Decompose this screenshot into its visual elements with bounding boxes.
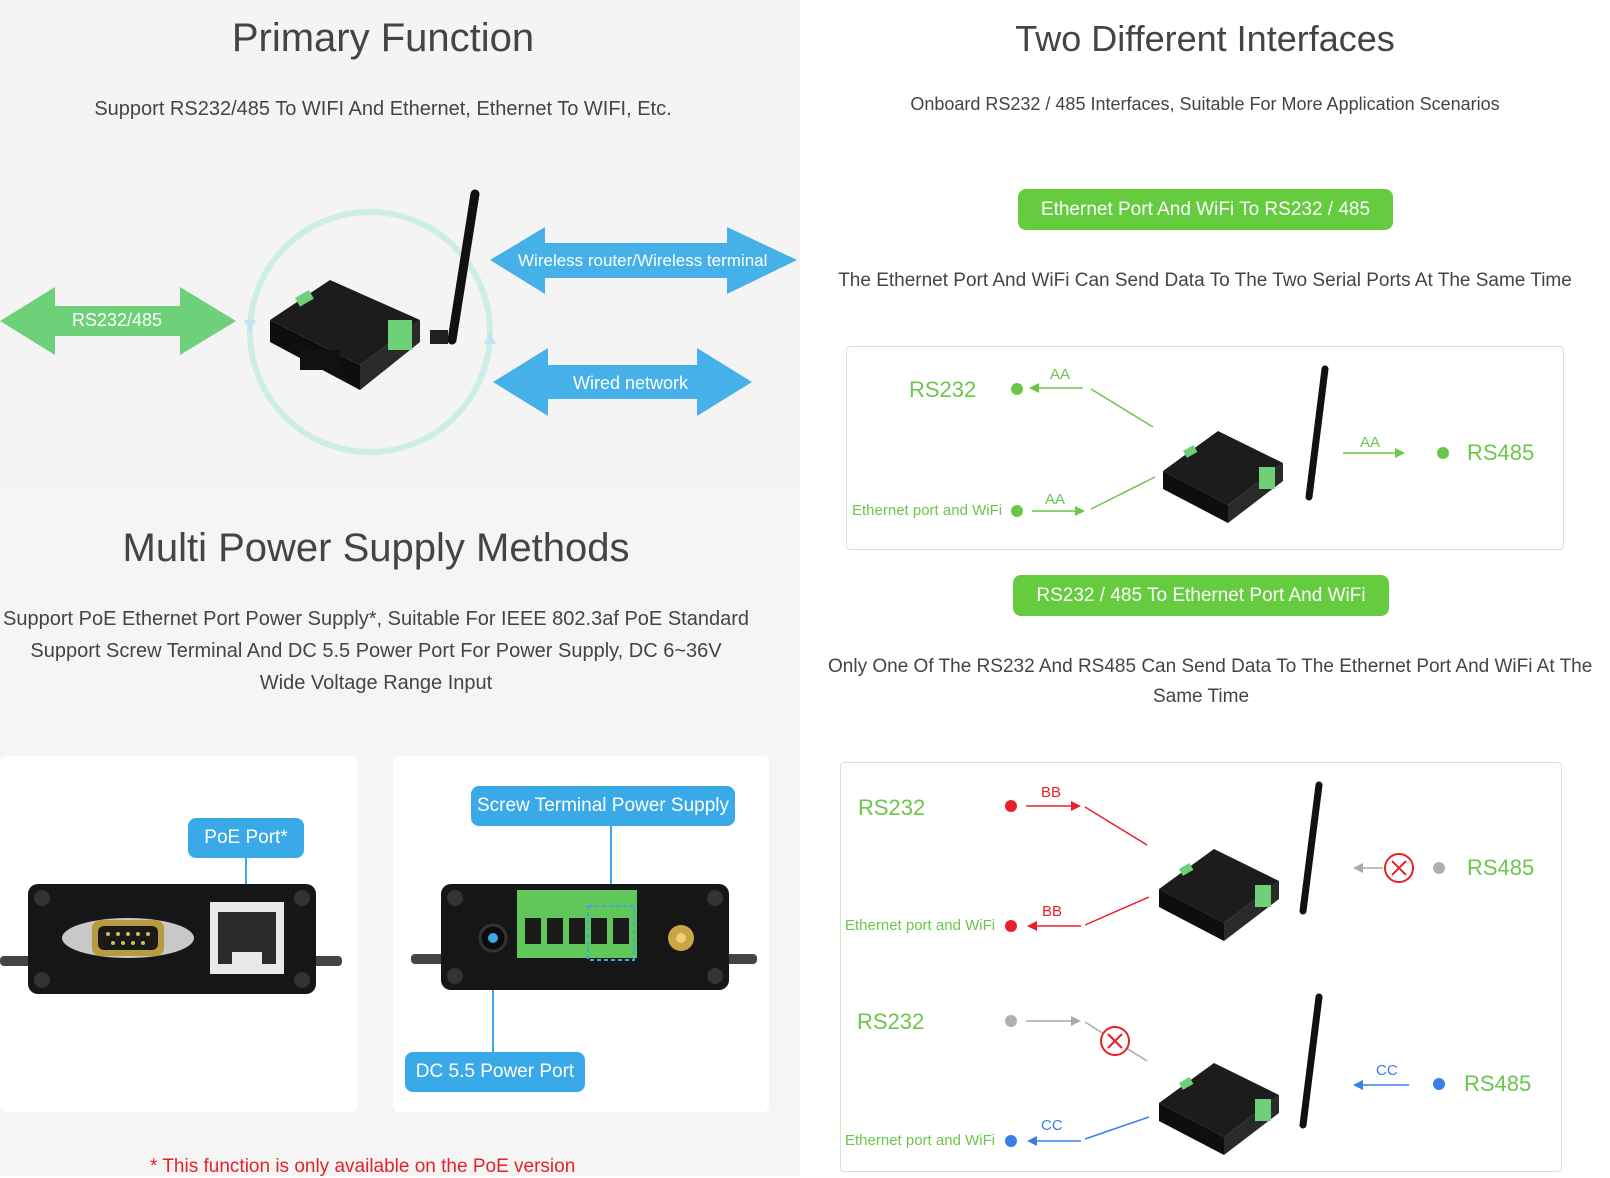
power-line-3: Wide Voltage Range Input (259, 672, 493, 694)
interfaces-section: Two Different Interfaces Onboard RS232 /… (800, 0, 1592, 1176)
mode1-data-aa-3: AA (1360, 434, 1381, 451)
rs232-485-arrow (0, 287, 236, 355)
antenna-icon (447, 189, 480, 345)
mode2-button[interactable]: RS232 / 485 To Ethernet Port And WiFi (1013, 575, 1389, 616)
antenna-icon (1305, 365, 1329, 501)
mode2-description-2: Same Time (1152, 686, 1250, 707)
wired-arrow-label: Wired network (573, 373, 689, 393)
rs232-485-arrow-label: RS232/485 (72, 310, 163, 330)
mode1-data-aa-2: AA (1045, 491, 1066, 508)
mode1-diagram: RS232 RS485 Ethernet port and WiFi AA AA… (846, 346, 1564, 550)
mode2-rs485-label-b: RS485 (1464, 1071, 1532, 1096)
primary-function-subtitle: Support RS232/485 To WIFI And Ethernet, … (94, 98, 672, 120)
mode2-eth-label-a: Ethernet port and WiFi (845, 917, 996, 934)
mode2-data-cc-1: CC (1041, 1117, 1063, 1134)
dc-power-port-label: DC 5.5 Power Port (405, 1052, 585, 1092)
primary-function-title: Primary Function (231, 16, 535, 60)
mode2-data-bb-1: BB (1041, 784, 1062, 801)
device-icon (270, 280, 420, 390)
screw-terminal-label: Screw Terminal Power Supply (471, 786, 735, 826)
poe-port-label: PoE Port* (188, 818, 304, 858)
poe-footnote: * This function is only available on the… (150, 1156, 576, 1177)
cross-circle-icon (1384, 853, 1414, 883)
mode2-data-bb-2: BB (1042, 903, 1063, 920)
mode1-button[interactable]: Ethernet Port And WiFi To RS232 / 485 (1018, 189, 1393, 230)
primary-function-section: Primary Function Support RS232/485 To WI… (0, 0, 800, 488)
mode2-rs485-label-a: RS485 (1467, 855, 1535, 880)
interfaces-title: Two Different Interfaces (1015, 18, 1395, 59)
terminal-block-icon (517, 890, 637, 961)
interfaces-subtitle: Onboard RS232 / 485 Interfaces, Suitable… (910, 94, 1500, 114)
mode1-data-aa-1: AA (1050, 366, 1071, 383)
power-line-2: Support Screw Terminal And DC 5.5 Power … (30, 640, 722, 662)
poe-card: PoE Port* (0, 756, 358, 1112)
mode1-rs485-label: RS485 (1467, 440, 1535, 465)
mode1-rs232-label: RS232 (909, 377, 977, 402)
device-icon (1159, 849, 1279, 941)
antenna-icon (1299, 993, 1323, 1129)
mode1-description: The Ethernet Port And WiFi Can Send Data… (838, 270, 1572, 291)
mode2-diagram: RS232 RS485 Ethernet port and WiFi RS232… (840, 762, 1562, 1172)
mode2-rs232-label-b: RS232 (857, 1009, 925, 1034)
cross-circle-icon (1100, 1026, 1130, 1056)
device-icon (1159, 1063, 1279, 1155)
wireless-arrow (490, 227, 797, 294)
mode2-description-1: Only One Of The RS232 And RS485 Can Send… (828, 656, 1593, 677)
wired-arrow (493, 348, 752, 416)
db9-port-icon (62, 918, 194, 958)
device-icon (1163, 431, 1283, 523)
mode2-eth-label-b: Ethernet port and WiFi (845, 1132, 996, 1149)
mode2-data-cc-2: CC (1376, 1062, 1398, 1079)
primary-function-diagram (0, 189, 797, 455)
wireless-arrow-label: Wireless router/Wireless terminal (518, 251, 768, 270)
rj45-port-icon (210, 902, 284, 974)
mode1-eth-label: Ethernet port and WiFi (852, 502, 1003, 519)
power-supply-section: Multi Power Supply Methods Support PoE E… (0, 488, 800, 1177)
power-supply-title: Multi Power Supply Methods (122, 526, 630, 570)
mode2-rs232-label-a: RS232 (858, 795, 926, 820)
antenna-icon (1299, 781, 1323, 915)
screw-terminal-card: Screw Terminal Power Supply DC 5.5 Power… (393, 756, 769, 1112)
power-line-1: Support PoE Ethernet Port Power Supply*,… (3, 608, 749, 630)
